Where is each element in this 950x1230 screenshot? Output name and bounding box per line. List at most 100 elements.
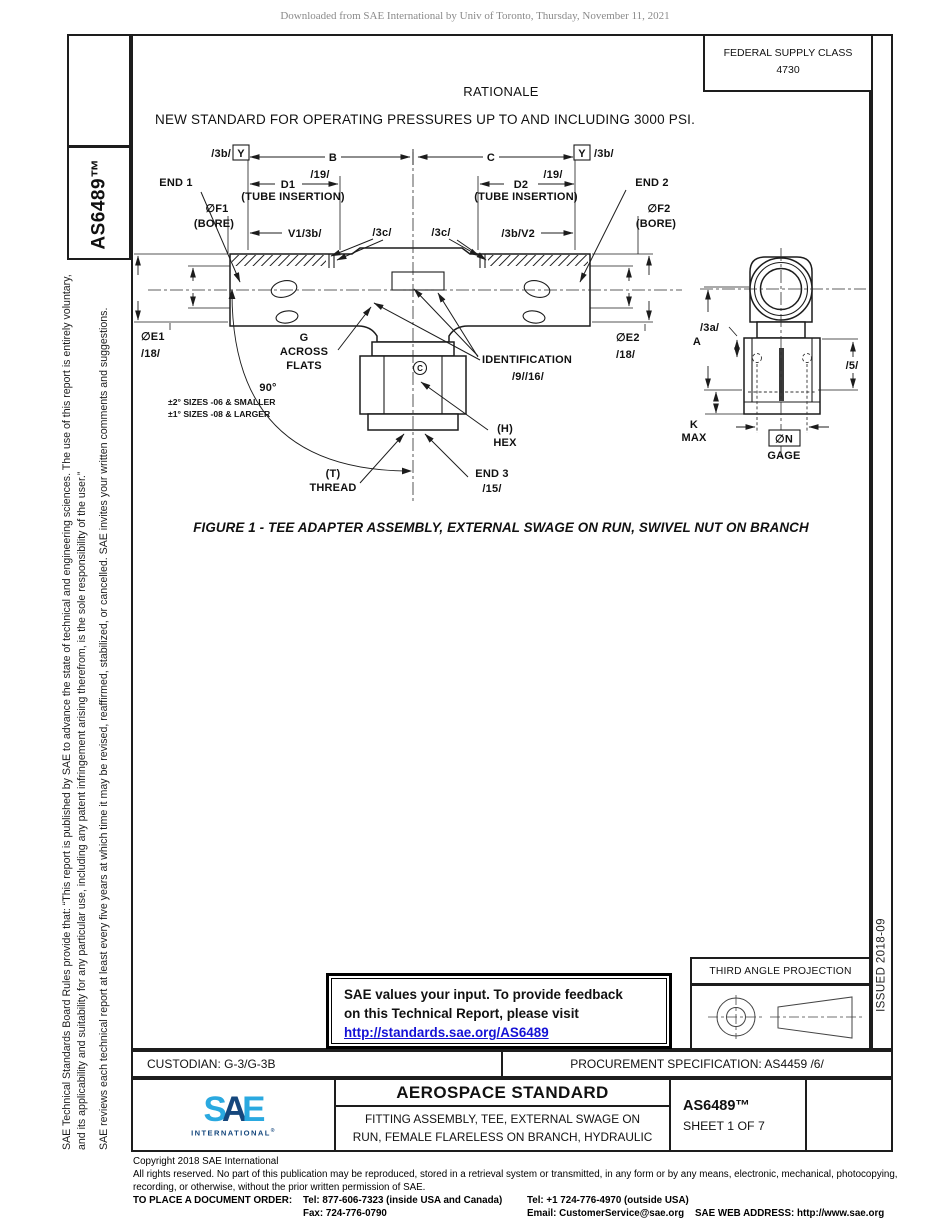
- label-g2: ACROSS: [280, 346, 328, 358]
- label-end1: END 1: [159, 177, 192, 189]
- label-datum-right-suffix: /3b/: [594, 148, 614, 160]
- disclaimer-paragraph-2: SAE reviews each technical report at lea…: [98, 307, 110, 1150]
- dimension-bores: ∅F1 (BORE) ∅E1 /18/ ∅F2 (BORE) ∅E2 /18/: [134, 203, 676, 361]
- label-angle: 90°: [259, 382, 276, 394]
- standard-title-line2: RUN, FEMALE FLARELESS ON BRANCH, HYDRAUL…: [352, 1129, 653, 1144]
- tel-outside: Tel: +1 724-776-4970 (outside USA): [527, 1194, 689, 1206]
- federal-supply-class-value: 4730: [776, 63, 800, 76]
- sidebar-doc-number: AS6489™: [88, 157, 109, 250]
- procurement-cell: PROCUREMENT SPECIFICATION: AS4459 /6/: [570, 1057, 824, 1071]
- figure-caption: FIGURE 1 - TEE ADAPTER ASSEMBLY, EXTERNA…: [193, 520, 809, 535]
- standard-title-cell: AEROSPACE STANDARD FITTING ASSEMBLY, TEE…: [336, 1080, 671, 1150]
- label-5: /5/: [846, 360, 859, 372]
- email: Email: CustomerService@sae.org: [527, 1207, 685, 1219]
- feedback-line1: SAE values your input. To provide feedba…: [344, 987, 623, 1002]
- g-and-identification: G ACROSS FLATS IDENTIFICATION /9//16/: [280, 288, 572, 383]
- tel-inside: Tel: 877-606-7323 (inside USA and Canada…: [303, 1194, 503, 1206]
- order-label: TO PLACE A DOCUMENT ORDER:: [133, 1194, 293, 1206]
- identification-band: [391, 271, 445, 291]
- logo-letter-s: S: [203, 1089, 227, 1129]
- datum-flag-left: [232, 144, 250, 161]
- label-f1-bore: (BORE): [194, 218, 234, 230]
- label-end3-note: /15/: [482, 483, 501, 495]
- label-3a: /3a/: [700, 322, 719, 334]
- federal-supply-class-label: FEDERAL SUPPLY CLASS: [723, 47, 853, 59]
- label-k-max: MAX: [681, 432, 707, 444]
- label-angle-tol2: ±1° SIZES -08 & LARGER: [168, 409, 271, 419]
- label-e2: ∅E2: [616, 332, 640, 344]
- sheet-number: SHEET 1 OF 7: [683, 1118, 765, 1133]
- label-end2: END 2: [635, 177, 668, 189]
- custodian-cell: CUSTODIAN: G-3/G-3B: [133, 1052, 503, 1076]
- feedback-box: SAE values your input. To provide feedba…: [326, 973, 672, 1049]
- logo-international: INTERNATIONAL: [191, 1128, 271, 1138]
- label-identification-note: /9//16/: [512, 371, 544, 383]
- sidebar-disclaimer: SAE Technical Standards Board Rules prov…: [60, 270, 122, 1150]
- revision-cell: [807, 1080, 891, 1150]
- standard-title-line1: FITTING ASSEMBLY, TEE, EXTERNAL SWAGE ON: [364, 1112, 641, 1127]
- custodian-row: CUSTODIAN: G-3/G-3B PROCUREMENT SPECIFIC…: [131, 1050, 893, 1078]
- label-d2: D2: [514, 179, 528, 191]
- feedback-link[interactable]: http://standards.sae.org/AS6489: [344, 1025, 549, 1041]
- label-e1-note: /18/: [141, 348, 160, 360]
- dimension-b-c: /3b/ Y Y /3b/ B C: [211, 144, 614, 250]
- label-g1: G: [300, 332, 309, 344]
- download-notice: Downloaded from SAE International by Uni…: [280, 10, 670, 22]
- sae-logo: SAE INTERNATIONAL®: [191, 1089, 276, 1138]
- thread-hex-callouts: (T) THREAD (H) HEX: [309, 381, 517, 494]
- logo-letter-e: E: [242, 1089, 265, 1129]
- doc-number-box: [67, 146, 131, 260]
- tee-body-front-view: C: [229, 247, 591, 431]
- issued-date: ISSUED 2018-09: [875, 918, 888, 1012]
- label-h1: (H): [497, 423, 513, 435]
- label-d1-note: /19/: [310, 169, 329, 181]
- tee-body-side-view: [743, 256, 821, 433]
- label-ident-mark: C: [417, 364, 423, 373]
- label-gage: GAGE: [767, 450, 800, 462]
- end-callouts: END 1 END 2 END 3 /15/: [159, 177, 668, 495]
- label-k: K: [690, 419, 698, 431]
- label-tube-insertion-1: (TUBE INSERTION): [241, 191, 345, 203]
- label-end3: END 3: [475, 468, 508, 480]
- disclaimer-paragraph-1: SAE Technical Standards Board Rules prov…: [61, 274, 88, 1150]
- third-angle-projection-box: THIRD ANGLE PROJECTION: [690, 957, 871, 1050]
- left-header-box: [67, 34, 131, 147]
- label-3c-right: /3c/: [431, 227, 450, 239]
- standard-type: AEROSPACE STANDARD: [336, 1080, 669, 1107]
- rationale-text: NEW STANDARD FOR OPERATING PRESSURES UP …: [155, 112, 696, 127]
- label-datum-left-prefix: /3b/: [211, 148, 231, 160]
- label-t2: THREAD: [309, 482, 356, 494]
- label-e1: ∅E1: [141, 331, 165, 343]
- figure-1-drawing: C /3b/ Y Y: [134, 144, 866, 503]
- title-block: SAE INTERNATIONAL® AEROSPACE STANDARD FI…: [131, 1078, 893, 1152]
- label-datum-left: Y: [237, 148, 245, 160]
- datum-flag-right: [573, 144, 591, 161]
- label-datum-right: Y: [578, 148, 586, 160]
- label-a: A: [693, 336, 701, 348]
- label-v1: V1/3b/: [288, 228, 322, 240]
- side-view-dimensions: A /3a/ /5/ K MAX ∅N GAGE: [681, 286, 859, 462]
- label-d1: D1: [281, 179, 295, 191]
- web-address: SAE WEB ADDRESS: http://www.sae.org: [695, 1207, 885, 1219]
- identification-c-mark: [412, 360, 428, 376]
- label-identification: IDENTIFICATION: [482, 354, 572, 366]
- label-f2: ∅F2: [647, 203, 670, 215]
- label-t1: (T): [326, 468, 341, 480]
- label-g3: FLATS: [286, 360, 322, 372]
- fax: Fax: 724-776-0790: [303, 1207, 387, 1219]
- label-f2-bore: (BORE): [636, 218, 676, 230]
- label-dim-b: B: [329, 152, 337, 164]
- federal-supply-class-box: FEDERAL SUPPLY CLASS 4730: [703, 34, 871, 92]
- label-n: ∅N: [775, 434, 793, 446]
- gage-box: [768, 429, 801, 447]
- label-v2: /3b/V2: [501, 228, 535, 240]
- label-angle-tol1: ±2° SIZES -06 & SMALLER: [168, 397, 276, 407]
- label-h2: HEX: [493, 437, 517, 449]
- doc-number: AS6489™: [683, 1097, 750, 1114]
- copyright-line: Copyright 2018 SAE International: [133, 1156, 279, 1167]
- rights-line1: All rights reserved. No part of this pub…: [133, 1168, 898, 1180]
- label-tube-insertion-2: (TUBE INSERTION): [474, 191, 578, 203]
- logo-letter-a: A: [221, 1089, 247, 1129]
- angle-dimension: 90° ±2° SIZES -06 & SMALLER ±1° SIZES -0…: [168, 289, 412, 475]
